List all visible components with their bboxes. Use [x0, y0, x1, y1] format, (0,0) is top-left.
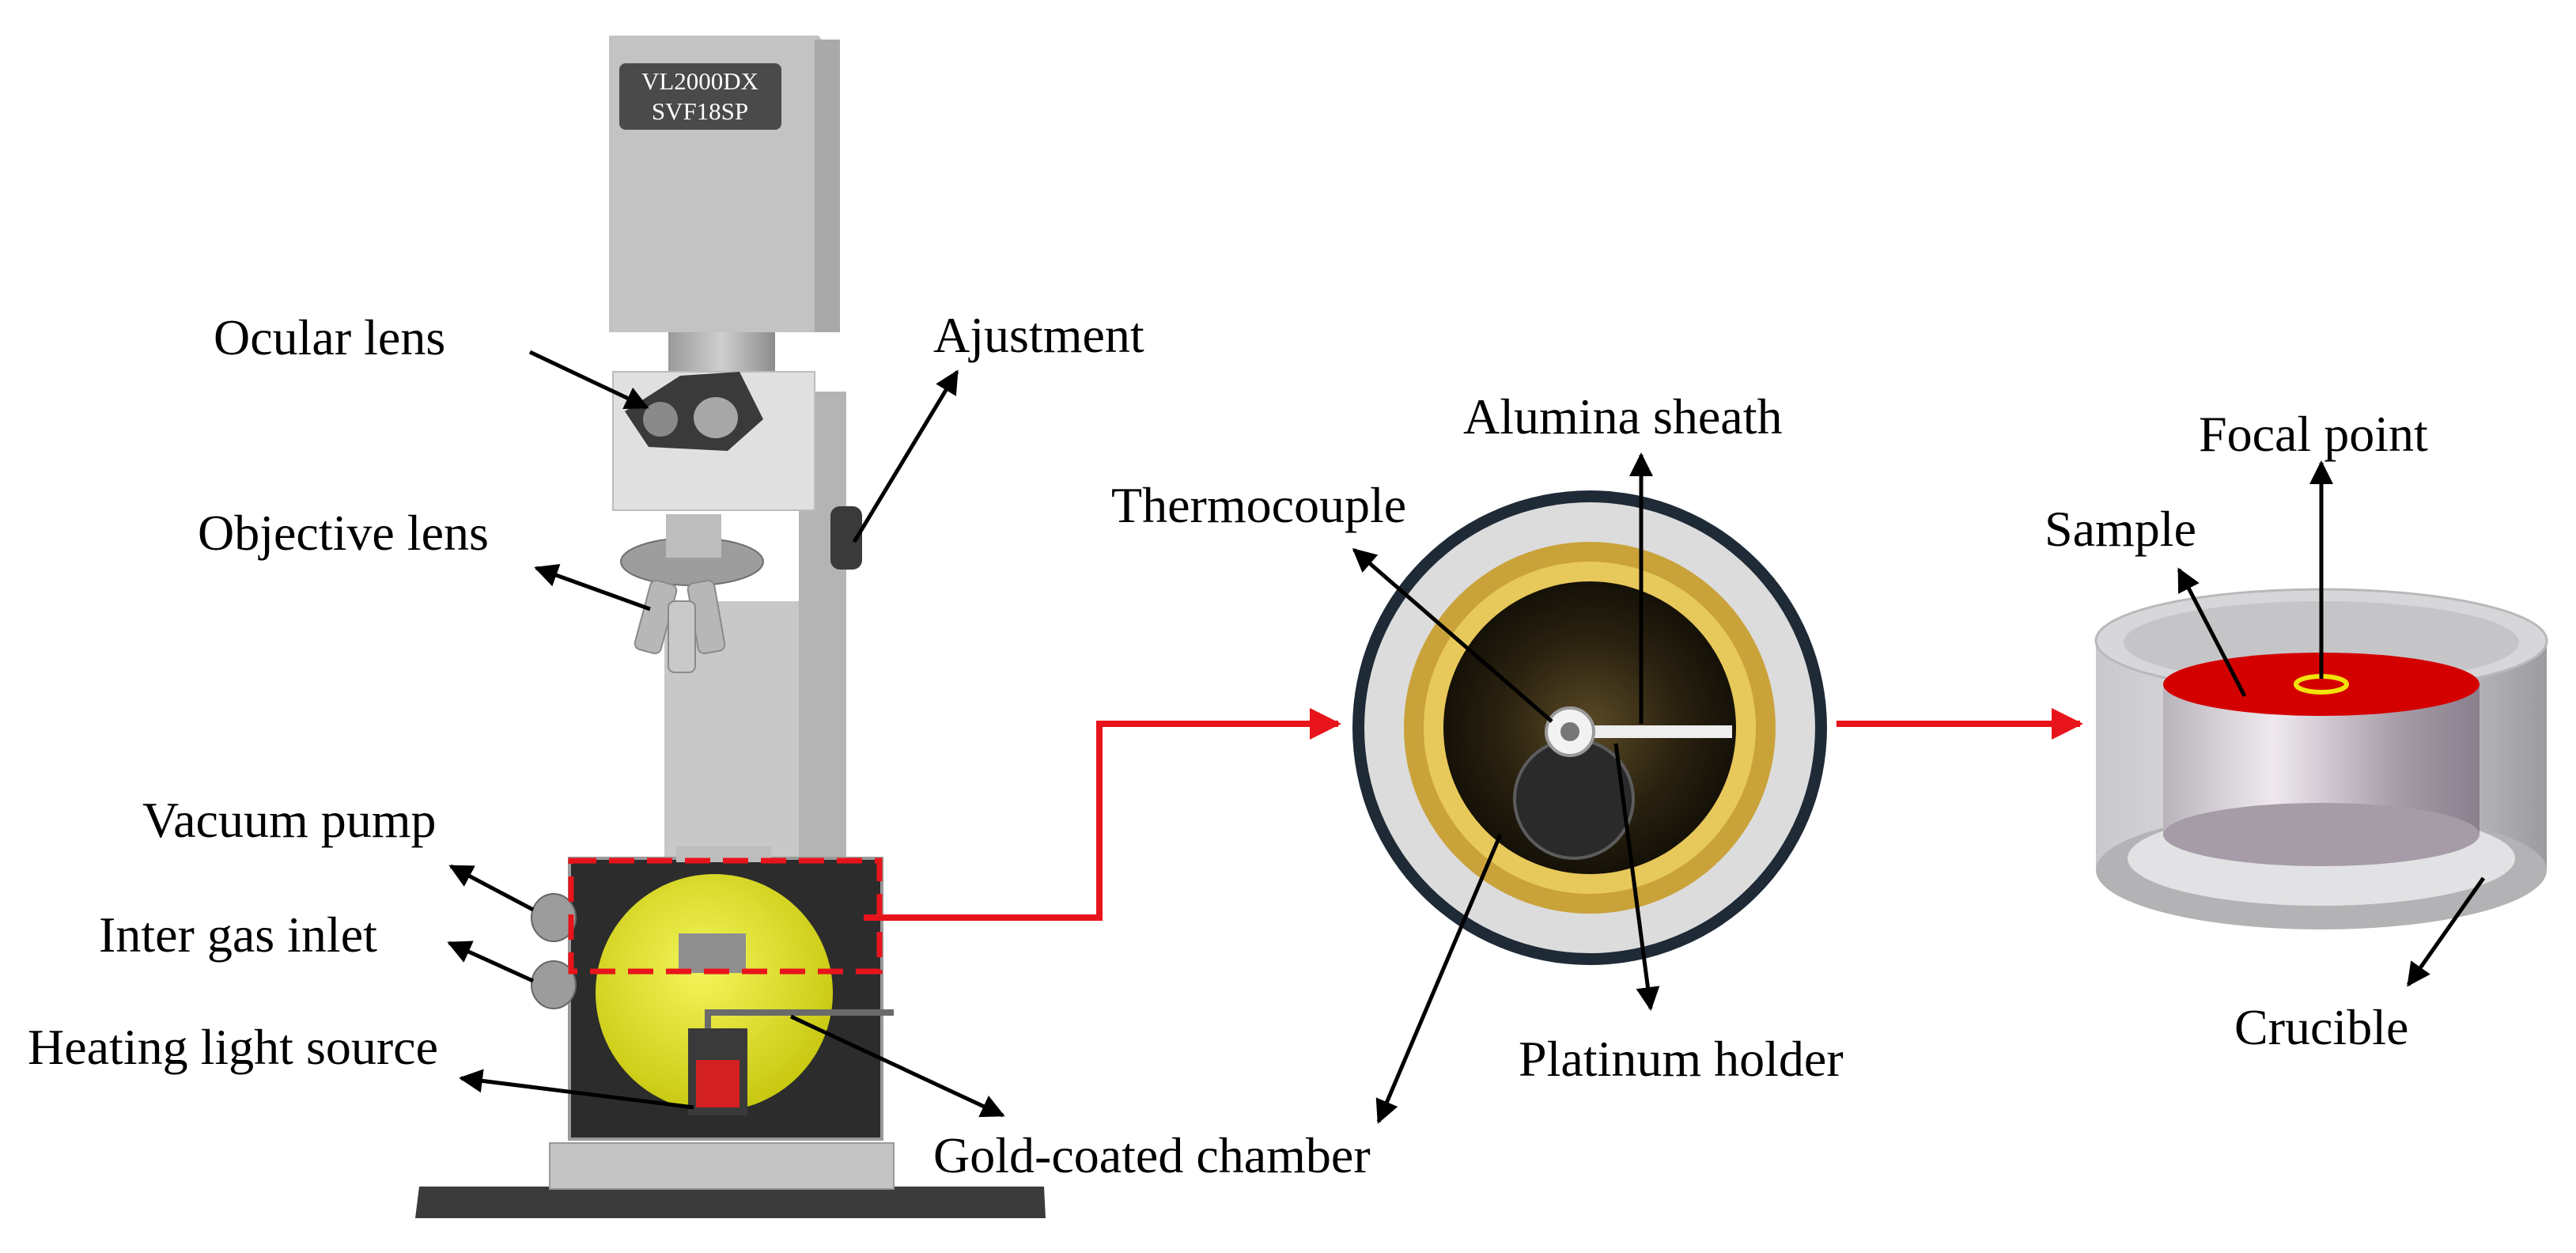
model-line-1: VL2000DX	[641, 67, 758, 95]
vacuum-pump-port-icon	[531, 893, 577, 942]
arrow-gold-ring-chamber	[1375, 834, 1503, 1124]
arrow-heating-light-source	[459, 1069, 694, 1110]
heating-light-source-icon	[696, 1060, 740, 1107]
label-objective-lens: Objective lens	[198, 505, 489, 561]
model-line-2: SVF18SP	[652, 97, 748, 125]
label-thermocouple: Thermocouple	[1111, 477, 1406, 533]
label-sample: Sample	[2045, 501, 2196, 557]
arrow-adjustment	[852, 369, 959, 543]
camera-neck	[668, 332, 775, 376]
arrow-platinum-holder	[1613, 743, 1660, 1011]
label-alumina-sheath: Alumina sheath	[1463, 388, 1782, 445]
label-inert-gas-inlet: Inter gas inlet	[99, 907, 377, 963]
label-adjustment: Ajustment	[933, 307, 1144, 363]
base-pedestal	[549, 1142, 895, 1190]
arrow-gold-coated-chamber	[789, 1014, 1005, 1118]
arrow-inert-gas-inlet	[447, 941, 535, 983]
ocular-lens-icon	[625, 372, 763, 451]
adjustment-knob-icon	[830, 506, 862, 570]
label-crucible: Crucible	[2234, 999, 2408, 1055]
gas-inlet-port-icon	[531, 960, 577, 1009]
model-plate	[619, 63, 781, 130]
microscope: VL2000DX SVF18SP	[415, 36, 1046, 1218]
camera-side	[815, 40, 840, 332]
base-plate	[415, 1187, 1046, 1218]
sample-top	[2163, 653, 2480, 716]
label-focal-point: Focal point	[2199, 406, 2428, 462]
objective-lens-icon	[634, 579, 726, 673]
label-platinum-holder: Platinum holder	[1519, 1031, 1844, 1087]
turret-stem	[666, 514, 721, 558]
arrow-thermocouple	[1352, 548, 1553, 723]
chamber-interior	[596, 874, 833, 1111]
sample-stage	[679, 933, 746, 973]
arrow-sample	[2177, 567, 2247, 698]
thermocouple-wire	[705, 1009, 894, 1028]
label-heating-light-source: Heating light source	[28, 1019, 438, 1075]
arrow-vacuum-pump	[448, 864, 535, 912]
label-ocular-lens: Ocular lens	[214, 309, 445, 365]
arrow-crucible	[2406, 876, 2486, 987]
label-vacuum-pump: Vacuum pump	[142, 792, 437, 848]
arrow-objective-lens	[534, 564, 651, 611]
flow-arrow-chamber-to-top-view	[864, 708, 1341, 921]
chamber-top-view	[1352, 490, 1827, 965]
label-gold-coated-chamber: Gold-coated chamber	[933, 1127, 1371, 1183]
arrow-ocular-lens	[528, 350, 649, 410]
